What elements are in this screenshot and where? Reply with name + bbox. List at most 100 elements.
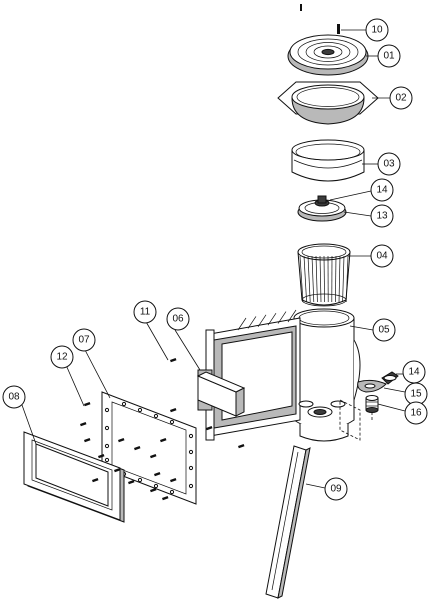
leader-lines <box>21 29 406 489</box>
basket-mesh-line <box>342 255 345 303</box>
body-rib <box>247 316 257 329</box>
callout-13: 13 <box>370 204 394 228</box>
part-02-collar <box>277 81 379 125</box>
screw <box>84 401 91 407</box>
body-rib <box>257 314 267 327</box>
svg-text:15: 15 <box>410 389 422 400</box>
gasket-hole <box>104 407 110 413</box>
gasket-hole <box>104 425 110 431</box>
basket-mesh-line <box>335 255 337 303</box>
part-13-valve-plate <box>297 199 347 222</box>
svg-text:01: 01 <box>383 51 395 62</box>
part-14-side-knob <box>381 371 399 385</box>
screw <box>134 445 141 451</box>
gasket-hole <box>188 483 194 489</box>
screw <box>238 443 245 449</box>
body-rib <box>237 317 247 331</box>
basket-mesh-line <box>307 255 311 303</box>
screw <box>80 421 87 427</box>
svg-text:06: 06 <box>172 314 184 325</box>
part-04-basket <box>297 243 351 307</box>
screw <box>98 453 105 459</box>
callout-06: 06 <box>166 307 190 331</box>
gasket-hole <box>188 449 194 455</box>
svg-text:12: 12 <box>56 352 68 363</box>
svg-text:09: 09 <box>330 484 342 495</box>
svg-text:05: 05 <box>378 325 390 336</box>
svg-text:04: 04 <box>376 251 388 262</box>
gasket-hole <box>121 401 127 407</box>
screw <box>169 477 177 483</box>
part-07-gasket-frame <box>101 391 197 505</box>
svg-text:03: 03 <box>383 159 395 170</box>
part-09-strip <box>265 445 311 599</box>
screw <box>127 479 135 485</box>
callout-08: 08 <box>2 385 26 409</box>
callout-07: 07 <box>72 328 96 352</box>
basket-mesh-line <box>299 255 304 303</box>
screw <box>162 495 169 501</box>
part-08-faceplate <box>23 431 125 523</box>
assembly-dashed-lines <box>339 399 373 441</box>
body-rib <box>267 313 277 326</box>
screw <box>91 477 99 483</box>
gasket-hole <box>188 433 194 439</box>
body-ribs <box>237 309 297 331</box>
gasket-hole <box>188 465 194 471</box>
gasket-holes <box>104 401 194 495</box>
basket-mesh-line <box>303 255 307 303</box>
callout-05: 05 <box>372 318 396 342</box>
gasket-hole <box>137 407 143 413</box>
callout-09: 09 <box>324 477 348 501</box>
svg-text:08: 08 <box>8 392 20 403</box>
gasket-hole <box>104 443 110 449</box>
callout-12: 12 <box>50 345 74 369</box>
svg-text:11: 11 <box>140 307 151 318</box>
loose-screws <box>80 357 245 501</box>
svg-text:07: 07 <box>78 335 90 346</box>
basket-mesh-line <box>338 255 341 303</box>
screw <box>205 425 213 431</box>
screw <box>150 453 157 459</box>
callout-16: 16 <box>404 401 428 425</box>
screw <box>117 437 125 443</box>
part-05-skimmer-body <box>197 308 361 442</box>
callout-02: 02 <box>389 86 413 110</box>
svg-text:02: 02 <box>395 93 407 104</box>
callout-11: 11 <box>133 300 157 324</box>
screw <box>149 487 157 493</box>
body-rib <box>277 311 287 324</box>
basket-mesh-line <box>345 255 349 303</box>
gasket-hole <box>169 489 175 495</box>
callout-10: 10 <box>365 18 389 42</box>
gasket-hole <box>153 413 159 419</box>
gasket-hole <box>169 419 175 425</box>
screw <box>114 467 121 473</box>
screw <box>169 407 177 413</box>
callout-01: 01 <box>377 44 401 68</box>
callout-03: 03 <box>377 152 401 176</box>
callout-14-side: 14 <box>402 360 426 384</box>
part-15-handle <box>357 379 387 393</box>
basket-mesh-line <box>311 255 315 303</box>
screw <box>169 357 177 363</box>
screw <box>159 437 167 443</box>
svg-text:10: 10 <box>371 25 383 36</box>
svg-text:14: 14 <box>376 185 388 196</box>
part-10-screw <box>300 4 340 34</box>
body-rib <box>287 309 297 323</box>
part-16-fitting <box>365 395 379 413</box>
screw <box>83 437 91 443</box>
svg-text:16: 16 <box>410 408 422 419</box>
part-06-weir-door <box>196 371 246 417</box>
svg-text:13: 13 <box>376 211 388 222</box>
part-03-extension-ring <box>291 139 365 182</box>
callout-04: 04 <box>370 244 394 268</box>
svg-text:14: 14 <box>408 367 420 378</box>
part-14-knob-top <box>314 195 330 207</box>
part-01-lid <box>287 34 369 76</box>
screw <box>154 471 161 477</box>
gasket-hole <box>153 483 159 489</box>
gasket-hole <box>137 477 143 483</box>
